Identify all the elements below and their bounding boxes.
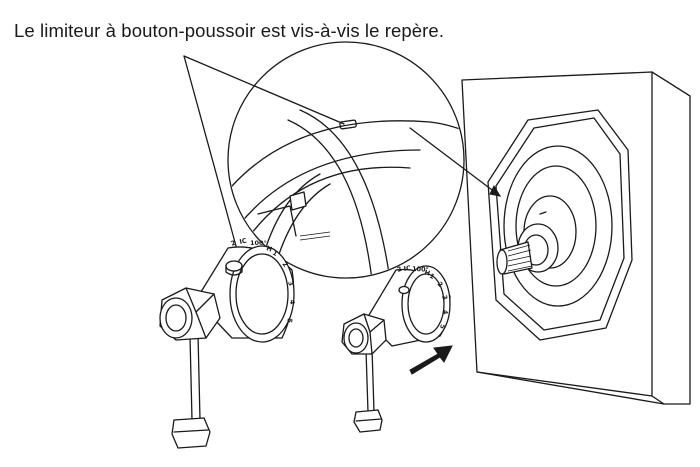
svg-text:4: 4 — [441, 310, 449, 315]
push-arrow-icon — [409, 345, 453, 375]
dial-scale-small: 2 IC 100° H 1 2 3 4 5 — [396, 264, 449, 330]
svg-text:2: 2 — [230, 239, 237, 248]
svg-text:IC: IC — [239, 237, 248, 246]
svg-text:1: 1 — [428, 272, 436, 281]
svg-text:H: H — [423, 268, 431, 277]
svg-text:3: 3 — [286, 280, 295, 287]
svg-text:100°: 100° — [250, 239, 267, 247]
instruction-caption: Le limiteur à bouton-poussoir est vis-à-… — [14, 20, 445, 41]
svg-text:5: 5 — [438, 324, 447, 331]
svg-text:3: 3 — [440, 294, 449, 301]
svg-text:2: 2 — [435, 280, 444, 289]
svg-text:2: 2 — [396, 265, 403, 274]
dial-scale-large: 2 IC 100° H 1 2 3 4 5 — [230, 237, 297, 324]
svg-text:IC: IC — [403, 264, 411, 273]
leader-lines — [183, 55, 502, 247]
svg-text:1: 1 — [271, 249, 279, 258]
svg-text:H: H — [265, 244, 273, 253]
handle-large: 2 IC 100° H 1 2 3 4 5 — [159, 237, 297, 449]
handle-small: 2 IC 100° H 1 2 3 4 5 — [341, 264, 451, 433]
detail-magnifier — [227, 41, 465, 279]
svg-text:4: 4 — [288, 300, 296, 306]
svg-text:5: 5 — [285, 318, 294, 324]
svg-text:2: 2 — [281, 260, 290, 269]
splined-stem — [496, 241, 533, 275]
svg-text:100°: 100° — [412, 265, 429, 274]
valve-body — [487, 109, 633, 341]
